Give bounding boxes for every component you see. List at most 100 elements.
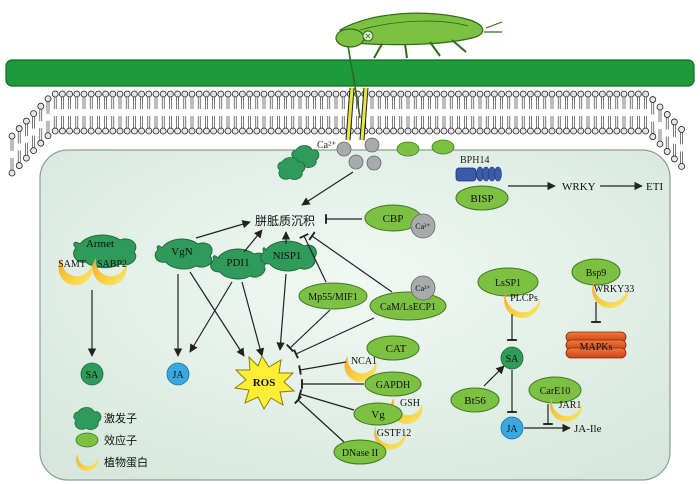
ca-ion bbox=[366, 155, 382, 171]
lipid-head bbox=[210, 127, 218, 135]
lipid-head bbox=[310, 127, 318, 135]
lipid-head bbox=[274, 90, 282, 98]
bt56-node bbox=[450, 387, 500, 413]
lipid-head bbox=[195, 127, 203, 135]
lipid-head bbox=[174, 127, 182, 135]
lipid-tail bbox=[457, 97, 460, 128]
lipid-head bbox=[584, 127, 592, 135]
lipid-tail bbox=[241, 97, 244, 128]
lipid-head bbox=[274, 127, 282, 135]
lipid-tail bbox=[485, 97, 489, 128]
lipid-tail bbox=[565, 97, 568, 128]
lipid-head bbox=[109, 90, 117, 98]
lipid-head bbox=[51, 127, 59, 135]
nca1-label: NCA1 bbox=[351, 356, 377, 367]
lipid-tail bbox=[514, 97, 518, 128]
lipid-head bbox=[260, 90, 268, 98]
plcps-protein bbox=[504, 292, 541, 319]
lipid-tail bbox=[97, 97, 100, 128]
lipid-head bbox=[130, 90, 138, 98]
lipid-head bbox=[354, 127, 362, 135]
legend: 激发子 效应子 植物蛋白 bbox=[73, 407, 148, 472]
lipid-head bbox=[563, 127, 570, 135]
lipid-head bbox=[577, 90, 585, 98]
lipid-tail bbox=[507, 97, 511, 128]
lipid-head bbox=[217, 127, 225, 135]
lipid-head bbox=[404, 127, 412, 135]
lipid-head bbox=[635, 90, 642, 98]
lipid-head bbox=[22, 117, 30, 125]
mapks-label: MAPKs bbox=[580, 342, 613, 353]
lipid-head bbox=[663, 148, 671, 155]
care10-label: CarE10 bbox=[540, 386, 571, 397]
lipid-head bbox=[109, 127, 117, 135]
lipid-head bbox=[210, 90, 218, 98]
lipid-tail bbox=[406, 97, 410, 128]
pdi1-node bbox=[210, 248, 267, 280]
lipid-head bbox=[123, 90, 131, 98]
cam-inhibit-ros bbox=[293, 317, 375, 359]
lipid-head bbox=[418, 127, 426, 135]
lipid-head bbox=[512, 127, 520, 135]
effector-oval bbox=[431, 139, 455, 155]
lipid-tail bbox=[262, 97, 266, 128]
bph14-label: BPH14 bbox=[460, 155, 489, 166]
vgn-label: VgN bbox=[171, 246, 192, 258]
lipid-head bbox=[627, 127, 635, 135]
sa-right-node bbox=[500, 346, 524, 370]
lipid-tail bbox=[133, 97, 136, 128]
wrky33-label: WRKY33 bbox=[594, 284, 635, 295]
lipid-tail bbox=[637, 97, 640, 128]
lipid-tail bbox=[334, 97, 338, 128]
lipid-tail bbox=[493, 97, 496, 128]
lipid-head bbox=[246, 90, 254, 98]
lipid-head bbox=[30, 110, 37, 118]
lipid-tail bbox=[435, 97, 439, 128]
lipid-head bbox=[289, 127, 297, 135]
lipid-head bbox=[102, 90, 109, 98]
dnase-node bbox=[333, 439, 387, 465]
ros-burst bbox=[233, 354, 296, 411]
legend-plant-protein-icon bbox=[76, 454, 99, 472]
care10-node bbox=[528, 376, 582, 404]
lipid-head bbox=[642, 127, 649, 135]
vgn-to-ros bbox=[189, 271, 245, 357]
lipid-tail bbox=[579, 97, 583, 128]
pdi1-to-callose bbox=[243, 229, 263, 253]
gstf12-label: GSTF12 bbox=[377, 428, 411, 439]
lipid-head bbox=[570, 90, 577, 98]
lipid-head bbox=[318, 90, 326, 98]
lipid-head bbox=[8, 132, 16, 140]
lipid-head bbox=[282, 127, 290, 135]
lipid-tail bbox=[104, 97, 107, 128]
lipid-head bbox=[66, 90, 73, 98]
lipid-tail bbox=[140, 97, 143, 128]
vgn-to-callose bbox=[195, 220, 251, 239]
lipid-head bbox=[433, 127, 441, 135]
lipid-head bbox=[102, 127, 109, 135]
lipid-tail bbox=[154, 97, 158, 128]
lipid-tail bbox=[471, 97, 475, 128]
armet-label: Armet bbox=[86, 238, 114, 250]
ros-label: ROS bbox=[253, 377, 276, 389]
lipid-head bbox=[635, 127, 642, 135]
lipid-head bbox=[44, 132, 52, 140]
lipid-head bbox=[555, 90, 563, 98]
lipid-tail bbox=[298, 97, 302, 128]
bph14-receptor bbox=[455, 166, 502, 182]
ja-left-node bbox=[166, 362, 190, 386]
ja-right-node bbox=[500, 416, 524, 440]
lipid-tail bbox=[226, 97, 230, 128]
pdi1-label: PDI1 bbox=[226, 257, 249, 269]
lipid-head bbox=[15, 162, 23, 169]
lipid-head bbox=[534, 127, 541, 135]
lipid-head bbox=[8, 169, 16, 177]
lipid-head bbox=[397, 90, 405, 98]
bisp-node bbox=[455, 185, 509, 211]
lipid-head bbox=[483, 90, 491, 98]
bt56-label: Bt56 bbox=[464, 395, 486, 407]
lipid-head bbox=[476, 127, 484, 135]
legend-elicitor-label: 激发子 bbox=[104, 411, 137, 425]
